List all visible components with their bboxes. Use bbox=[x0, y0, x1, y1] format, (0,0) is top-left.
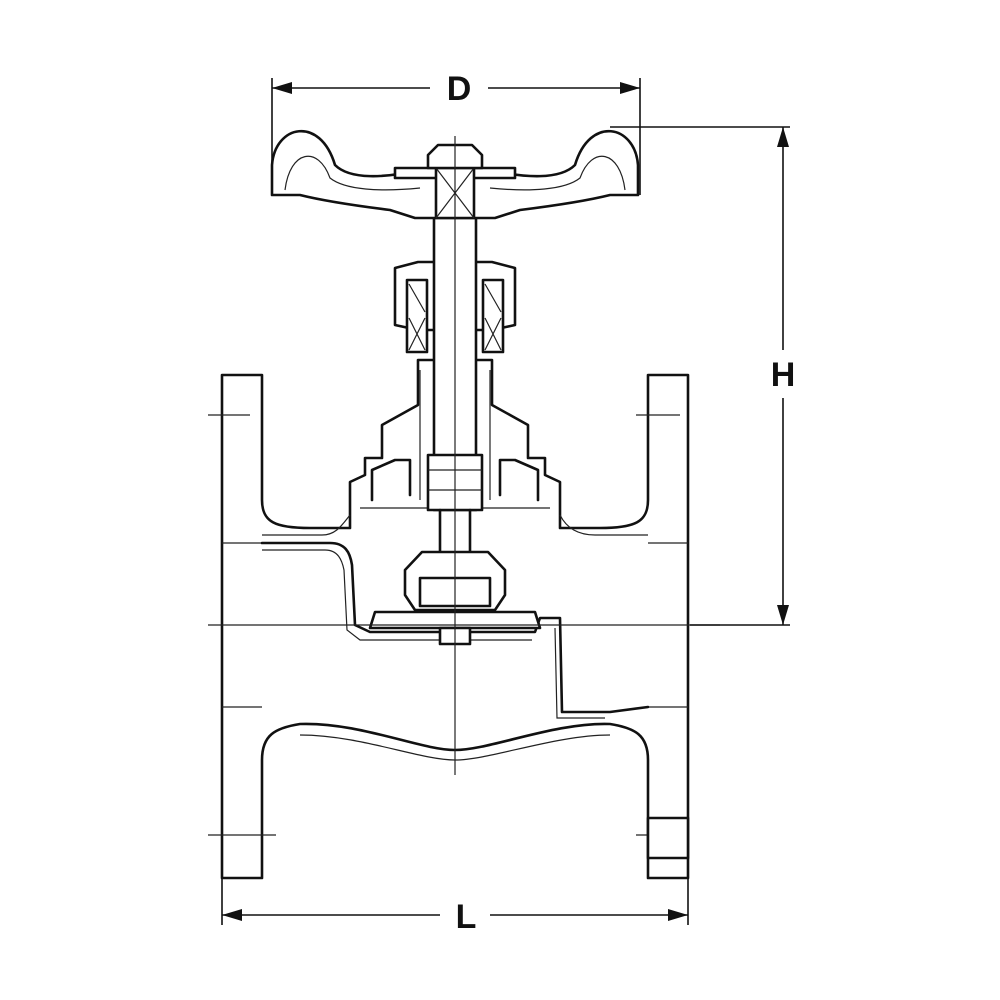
d-arrow-left bbox=[272, 82, 292, 94]
packing-hatch bbox=[408, 283, 502, 313]
dimension-l: L bbox=[221, 878, 689, 936]
dimension-h: H bbox=[610, 126, 796, 626]
l-arrow-right bbox=[668, 909, 688, 921]
valve-body bbox=[208, 358, 690, 880]
disc bbox=[368, 550, 542, 646]
body-partition-inner bbox=[262, 549, 605, 719]
dimension-label-h: H bbox=[771, 356, 796, 394]
packing-left bbox=[405, 278, 429, 354]
dimension-label-l: L bbox=[456, 898, 477, 936]
bonnet-inner-left bbox=[370, 458, 412, 502]
packing-cross-left bbox=[408, 317, 426, 351]
dimension-d: D bbox=[271, 70, 641, 195]
pipe-bore-top bbox=[262, 514, 351, 536]
stem-lower bbox=[438, 508, 472, 554]
handwheel-inner-left bbox=[284, 155, 421, 191]
body-partition bbox=[260, 541, 650, 714]
center-lines bbox=[208, 136, 720, 775]
d-arrow-right bbox=[620, 82, 640, 94]
dimension-label-d: D bbox=[447, 70, 472, 108]
pipe-bore-top-right bbox=[559, 514, 648, 536]
bonnet-inner-right bbox=[498, 458, 540, 502]
h-arrow-top bbox=[777, 127, 789, 147]
drain-plug bbox=[646, 816, 690, 860]
h-arrow-bottom bbox=[777, 605, 789, 625]
packing-right bbox=[481, 278, 505, 354]
l-arrow-left bbox=[222, 909, 242, 921]
handwheel-inner-right bbox=[489, 155, 626, 191]
packing-cross-right bbox=[484, 317, 502, 351]
bonnet-bore-lines bbox=[419, 370, 491, 500]
body-outline bbox=[220, 358, 690, 880]
